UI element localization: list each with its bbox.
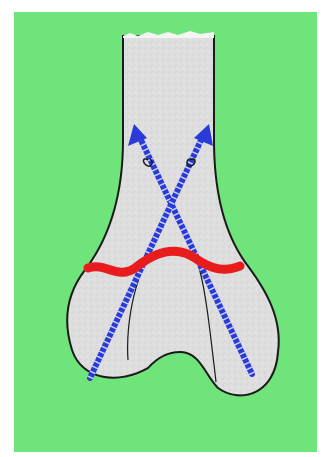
bone-diagram xyxy=(0,0,329,457)
diagram-stage xyxy=(0,0,329,457)
